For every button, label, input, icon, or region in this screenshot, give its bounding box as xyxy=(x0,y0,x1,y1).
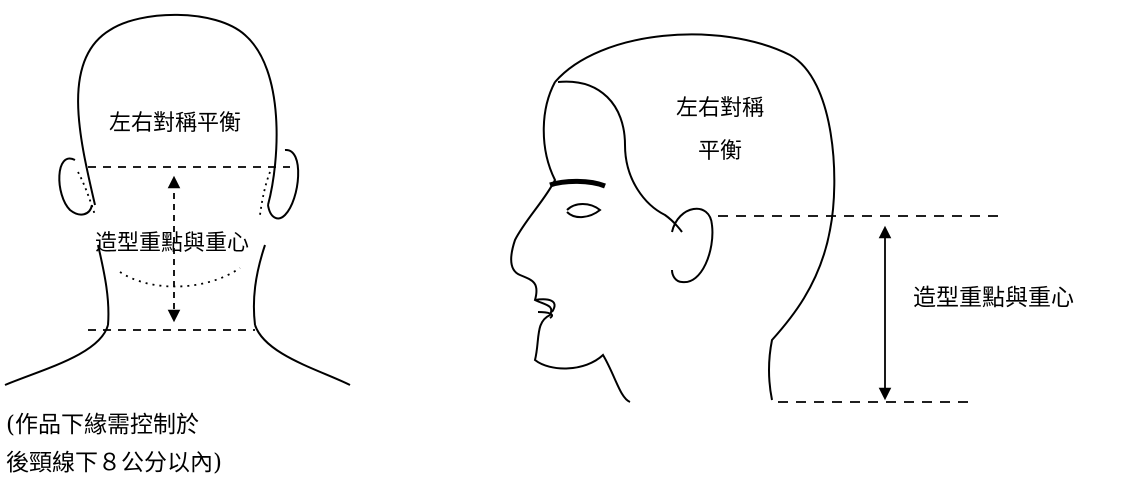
back-head-outline xyxy=(77,13,278,206)
side-eye xyxy=(566,203,602,218)
back-note-line2: 後頸線下８公分以內) xyxy=(6,450,222,476)
back-neck-left xyxy=(97,244,110,326)
back-middle-label: 造型重點與重心 xyxy=(95,231,249,256)
back-view-figure xyxy=(4,13,351,386)
back-left-ear xyxy=(58,157,93,216)
side-hairline xyxy=(557,80,683,233)
back-top-label: 左右對稱平衡 xyxy=(109,111,241,136)
side-ear xyxy=(671,207,714,284)
back-shoulder-left xyxy=(4,324,109,386)
side-top-label-line1: 左右對稱 xyxy=(676,96,764,121)
side-head-outline xyxy=(554,33,836,401)
back-note-line1: (作品下緣需控制於 xyxy=(6,412,199,438)
back-shoulder-right xyxy=(254,324,351,386)
side-dimension-label: 造型重點與重心 xyxy=(913,285,1074,311)
side-view-guides xyxy=(718,215,1000,403)
back-left-dotted-guide xyxy=(77,171,96,216)
back-nape-dotted-curve xyxy=(119,267,241,288)
side-face-profile xyxy=(510,81,631,403)
side-eyebrow xyxy=(549,178,606,189)
back-right-ear xyxy=(267,148,300,220)
back-view-guides xyxy=(77,166,290,331)
side-lips xyxy=(534,298,556,319)
back-neck-right xyxy=(252,244,266,326)
side-view-figure xyxy=(510,33,836,403)
side-top-label-line2: 平衡 xyxy=(698,139,742,164)
